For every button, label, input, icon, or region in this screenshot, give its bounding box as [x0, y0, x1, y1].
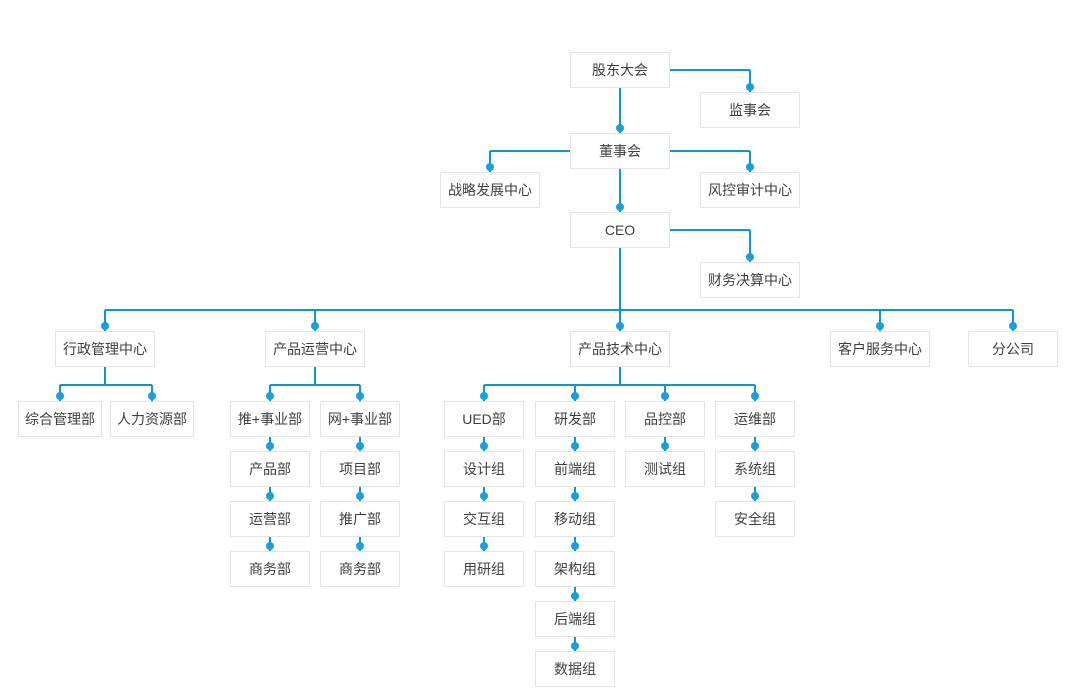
connector-dot	[751, 442, 759, 450]
connector-line	[879, 310, 881, 331]
connector-line	[619, 169, 621, 212]
org-node-tui: 推+事业部	[230, 401, 310, 437]
org-node-chanpin: 产品部	[230, 451, 310, 487]
connector-line	[314, 310, 316, 331]
org-node-fengkong: 风控审计中心	[700, 172, 800, 208]
org-node-yunying: 运营部	[230, 501, 310, 537]
connector-dot	[616, 322, 624, 330]
connector-line	[270, 384, 360, 386]
connector-dot	[746, 253, 754, 261]
org-node-caiwu: 财务决算中心	[700, 262, 800, 298]
connector-line	[749, 151, 751, 172]
connector-line	[670, 150, 750, 152]
connector-line	[619, 367, 621, 385]
connector-dot	[571, 542, 579, 550]
connector-line	[749, 230, 751, 262]
connector-dot	[746, 83, 754, 91]
connector-dot	[148, 392, 156, 400]
connector-dot	[661, 442, 669, 450]
connector-dot	[616, 203, 624, 211]
org-node-qianduan: 前端组	[535, 451, 615, 487]
org-node-yidong: 移动组	[535, 501, 615, 537]
org-node-fgs: 分公司	[968, 331, 1058, 367]
connector-dot	[480, 492, 488, 500]
connector-dot	[266, 542, 274, 550]
connector-dot	[356, 392, 364, 400]
org-node-jiaohu: 交互组	[444, 501, 524, 537]
org-node-zhanlue: 战略发展中心	[440, 172, 540, 208]
connector-line	[314, 367, 316, 385]
connector-line	[105, 309, 1013, 311]
connector-dot	[1009, 322, 1017, 330]
connector-dot	[746, 163, 754, 171]
connector-line	[104, 310, 106, 331]
org-node-pinkong: 品控部	[625, 401, 705, 437]
connector-dot	[661, 392, 669, 400]
org-node-cpyy: 产品运营中心	[265, 331, 365, 367]
org-node-ued: UED部	[444, 401, 524, 437]
connector-dot	[616, 124, 624, 132]
connector-dot	[480, 542, 488, 550]
connector-line	[619, 248, 621, 310]
org-node-cpjs: 产品技术中心	[570, 331, 670, 367]
connector-dot	[751, 492, 759, 500]
connector-line	[1012, 310, 1014, 331]
connector-dot	[356, 492, 364, 500]
connector-dot	[571, 492, 579, 500]
org-node-yunwei: 运维部	[715, 401, 795, 437]
connector-dot	[480, 442, 488, 450]
connector-line	[489, 151, 491, 172]
connector-dot	[571, 392, 579, 400]
org-node-sheji: 设计组	[444, 451, 524, 487]
org-node-ceo: CEO	[570, 212, 670, 248]
org-node-xitong: 系统组	[715, 451, 795, 487]
org-node-renli: 人力资源部	[110, 401, 194, 437]
connector-line	[619, 88, 621, 133]
connector-dot	[311, 322, 319, 330]
connector-dot	[571, 592, 579, 600]
connector-dot	[876, 322, 884, 330]
org-node-xingzheng: 行政管理中心	[55, 331, 155, 367]
connector-line	[104, 367, 106, 385]
connector-line	[619, 310, 621, 331]
org-node-ceshi: 测试组	[625, 451, 705, 487]
connector-dot	[56, 392, 64, 400]
connector-line	[484, 384, 755, 386]
org-node-yongyan: 用研组	[444, 551, 524, 587]
connector-line	[490, 150, 570, 152]
connector-dot	[101, 322, 109, 330]
connector-dot	[486, 163, 494, 171]
org-node-gudong: 股东大会	[570, 52, 670, 88]
connector-line	[670, 229, 750, 231]
connector-dot	[266, 492, 274, 500]
org-node-shangwu1: 商务部	[230, 551, 310, 587]
connector-dot	[571, 442, 579, 450]
connector-dot	[751, 392, 759, 400]
org-node-shuju: 数据组	[535, 651, 615, 687]
org-node-anquan: 安全组	[715, 501, 795, 537]
connector-line	[670, 69, 750, 71]
org-node-wang: 网+事业部	[320, 401, 400, 437]
org-node-khfw: 客户服务中心	[830, 331, 930, 367]
connector-line	[60, 384, 152, 386]
connector-dot	[356, 542, 364, 550]
org-node-jiagou: 架构组	[535, 551, 615, 587]
org-node-dongshihui: 董事会	[570, 133, 670, 169]
connector-dot	[266, 392, 274, 400]
org-node-shangwu2: 商务部	[320, 551, 400, 587]
org-node-tuiguang: 推广部	[320, 501, 400, 537]
org-node-houduan: 后端组	[535, 601, 615, 637]
connector-line	[749, 70, 751, 92]
org-node-xiangmu: 项目部	[320, 451, 400, 487]
connector-dot	[266, 442, 274, 450]
org-node-zonghe: 综合管理部	[18, 401, 102, 437]
connector-dot	[356, 442, 364, 450]
connector-dot	[571, 642, 579, 650]
org-node-jianshihui: 监事会	[700, 92, 800, 128]
connector-dot	[480, 392, 488, 400]
org-node-yanfa: 研发部	[535, 401, 615, 437]
